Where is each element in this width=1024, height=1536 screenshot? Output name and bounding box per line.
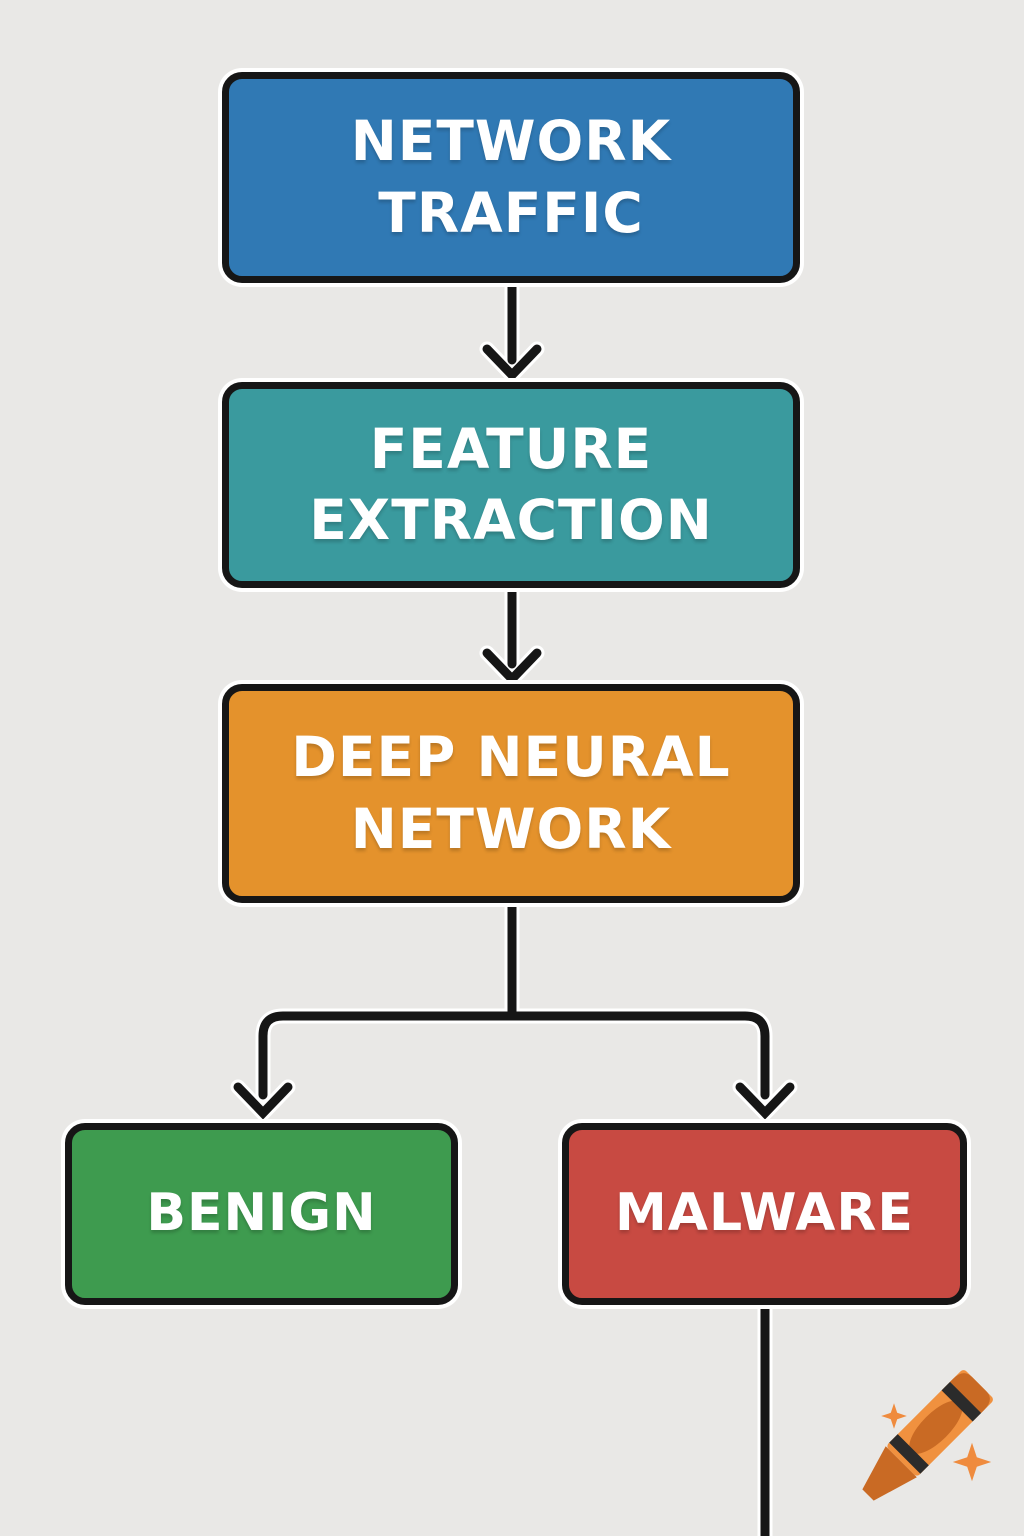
node-network-traffic-label: NETWORK TRAFFIC	[350, 109, 672, 245]
edge-dnn-branch-tree	[258, 901, 770, 1100]
node-benign: BENIGN	[65, 1123, 458, 1305]
node-deep-neural-network: DEEP NEURAL NETWORK	[222, 684, 800, 903]
node-malware: MALWARE	[562, 1123, 967, 1305]
node-deep-neural-network-label: DEEP NEURAL NETWORK	[291, 725, 731, 861]
node-network-traffic: NETWORK TRAFFIC	[222, 72, 800, 283]
node-feature-extraction-label: FEATURE EXTRACTION	[309, 416, 713, 553]
node-feature-extraction: FEATURE EXTRACTION	[222, 382, 800, 588]
edge-branch-arrowheads	[233, 1082, 795, 1120]
crayon-icon	[862, 1370, 993, 1501]
sparkle-big-icon	[952, 1442, 992, 1482]
node-malware-label: MALWARE	[615, 1183, 914, 1244]
sparkle-small-icon	[881, 1403, 907, 1429]
edge-feature-to-dnn-arrow	[482, 586, 542, 686]
node-benign-label: BENIGN	[146, 1183, 377, 1244]
edge-network-to-feature-arrow	[482, 281, 542, 382]
crayon-body	[862, 1370, 993, 1501]
